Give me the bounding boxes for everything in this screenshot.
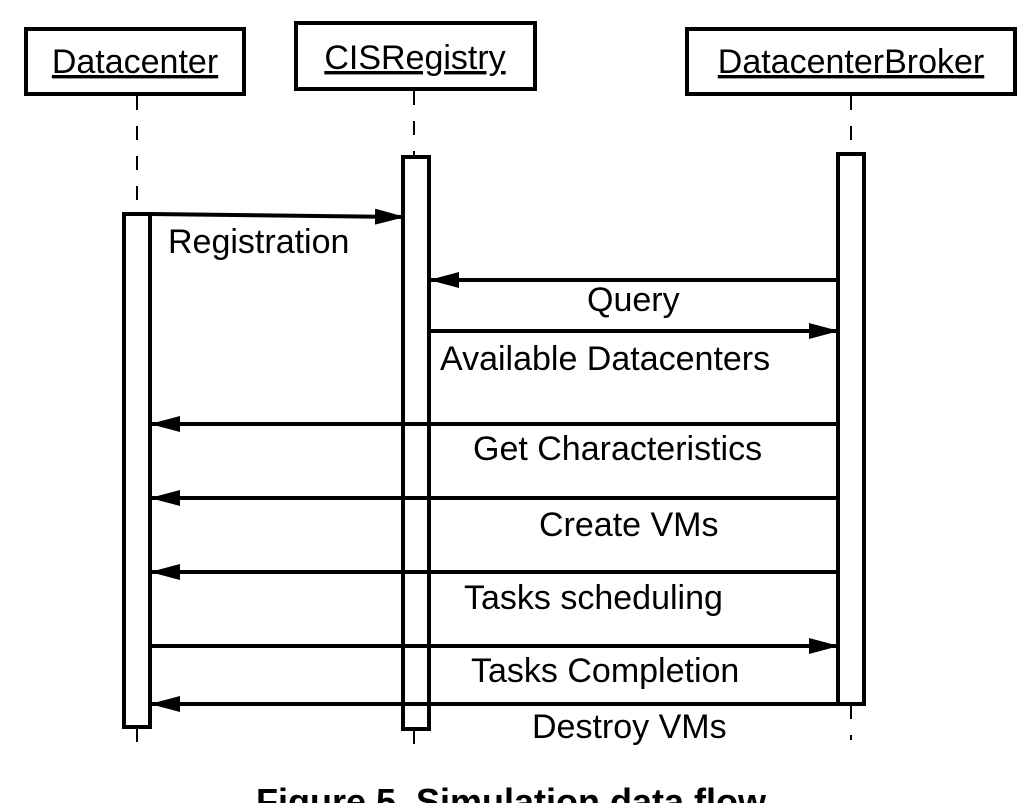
activation-datacenter [122,212,152,729]
actor-box-broker [685,27,1017,96]
actor-label-cisregistry: CISRegistry [324,39,505,77]
label-create-vms: Create VMs [539,506,719,544]
message-labels: Registration Query Available Datacenters… [168,223,770,746]
actor-datacenter: Datacenter [24,27,246,96]
actor-broker: DatacenterBroker [685,27,1017,96]
label-query: Query [587,281,680,319]
message-arrows [149,208,839,712]
label-destroy-vms: Destroy VMs [532,708,727,746]
actor-box-cisregistry [294,21,537,91]
activation-cisregistry [401,155,431,731]
label-get-characteristics: Get Characteristics [473,430,762,468]
actor-cisregistry: CISRegistry [294,21,537,91]
label-tasks-scheduling: Tasks scheduling [464,579,723,617]
label-tasks-completion: Tasks Completion [471,652,739,690]
actor-box-datacenter [24,27,246,96]
arrow-registration [149,208,405,225]
actor-label-datacenter: Datacenter [52,43,218,81]
actor-label-broker: DatacenterBroker [718,43,984,81]
lifelines [136,91,852,750]
figure-caption: Figure 5. Simulation data flow [256,781,767,803]
label-registration: Registration [168,223,349,261]
label-available-datacenters: Available Datacenters [440,340,770,378]
activation-broker [836,152,866,706]
